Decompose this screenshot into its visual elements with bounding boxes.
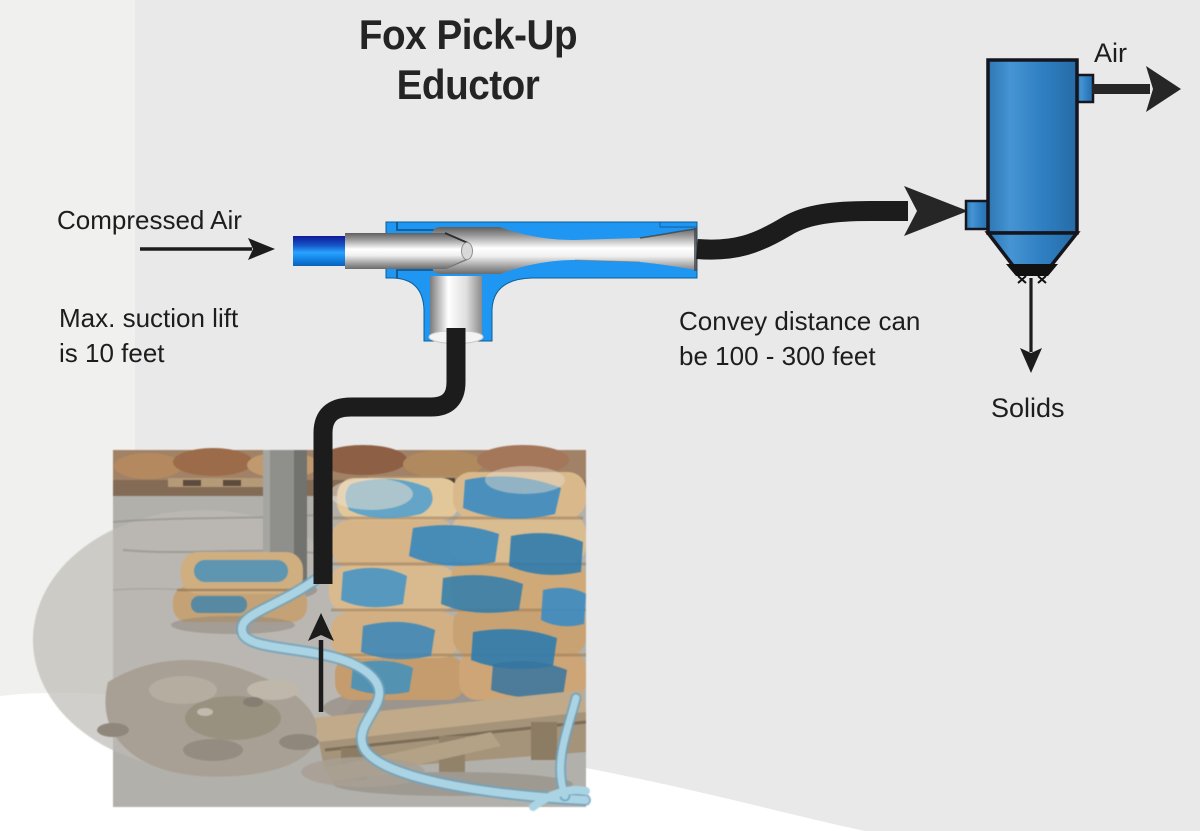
max-suction-line-1: Max. suction lift xyxy=(59,303,239,333)
photo-art xyxy=(33,445,591,811)
convey-line-1: Convey distance can xyxy=(679,306,921,336)
compressed-air-label: Compressed Air xyxy=(57,205,242,235)
max-suction-label: Max. suction lift is 10 feet xyxy=(59,301,238,371)
eductor-graphic xyxy=(293,221,698,344)
air-out-label: Air xyxy=(1094,38,1127,68)
cyclone-separator-graphic xyxy=(964,58,1095,284)
suction-hose xyxy=(313,328,466,584)
solids-out-label: Solids xyxy=(991,393,1065,423)
title-line-1: Fox Pick-Up xyxy=(358,11,578,58)
max-suction-line-2: is 10 feet xyxy=(59,338,165,368)
page-title: Fox Pick-Up Eductor xyxy=(302,10,633,110)
blue-strap xyxy=(236,572,591,811)
conveying-hose-arrowhead xyxy=(904,186,968,236)
title-line-2: Eductor xyxy=(396,61,540,108)
compressed-air-arrow xyxy=(140,238,275,260)
cement-bags-photo xyxy=(33,445,591,811)
convey-distance-label: Convey distance can be 100 - 300 feet xyxy=(679,304,920,374)
air-out-arrow xyxy=(1092,66,1181,112)
conveying-hose xyxy=(696,201,908,260)
solids-out-arrow xyxy=(1020,278,1042,373)
small-bag-stack xyxy=(171,552,307,634)
pickup-point-arrow xyxy=(308,613,334,712)
convey-line-2: be 100 - 300 feet xyxy=(679,341,876,371)
